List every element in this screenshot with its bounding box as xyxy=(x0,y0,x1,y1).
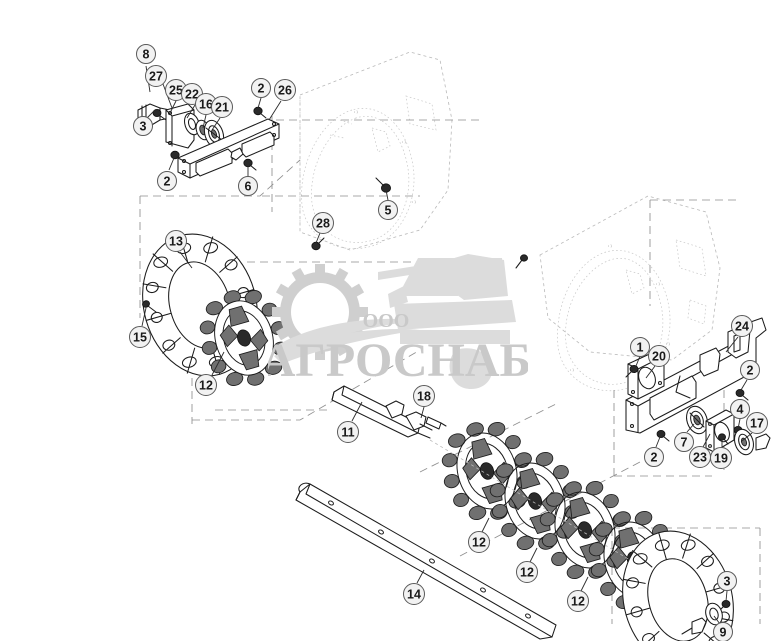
group-mid-fasteners xyxy=(311,177,529,269)
callout-leader-line xyxy=(580,576,589,592)
callout-12[interactable]: 12 xyxy=(516,547,538,583)
callout-leader-line xyxy=(655,436,661,448)
callout-bubble[interactable] xyxy=(746,412,768,434)
callout-leader-line xyxy=(635,355,641,367)
callout-bubble[interactable] xyxy=(403,583,425,605)
callout-leader-line xyxy=(268,100,282,121)
part-bolt-3 xyxy=(152,109,167,121)
callout-bubble[interactable] xyxy=(648,345,670,367)
group-top-left-bearing-cluster xyxy=(137,103,280,179)
callout-leader-line xyxy=(645,365,656,379)
callout-bubble[interactable] xyxy=(378,200,398,220)
callout-leader-line xyxy=(737,418,741,430)
callout-bubble[interactable] xyxy=(251,78,271,98)
callout-leader-line xyxy=(202,114,207,129)
callout-bubble[interactable] xyxy=(274,79,296,101)
callout-bubble[interactable] xyxy=(644,447,664,467)
callout-leader-line xyxy=(211,351,225,376)
callout-leader-line xyxy=(741,432,753,442)
callout-bubble[interactable] xyxy=(630,337,650,357)
part-fastener-28 xyxy=(311,237,325,251)
callout-26[interactable]: 26 xyxy=(268,79,296,121)
callout-leader-line xyxy=(211,117,221,131)
callout-bubble[interactable] xyxy=(674,432,694,452)
callout-bubble[interactable] xyxy=(238,176,258,196)
part-fastener-5b xyxy=(515,254,529,269)
part-bolt-6 xyxy=(243,158,257,171)
callout-bubble[interactable] xyxy=(145,65,167,87)
callout-leader-line xyxy=(385,189,389,201)
callout-bubble[interactable] xyxy=(129,326,151,348)
callout-bubble[interactable] xyxy=(710,447,732,469)
group-right-bracket-assembly xyxy=(625,317,771,456)
part-flange-housing-23 xyxy=(705,409,735,453)
callout-bubble[interactable] xyxy=(136,44,156,64)
callout-leader-line xyxy=(702,433,711,448)
part-capscrew-2-right-upper xyxy=(735,388,749,401)
callout-bubble[interactable] xyxy=(133,116,153,136)
callout-bubble[interactable] xyxy=(195,374,217,396)
phantom-machine-body-right xyxy=(539,195,721,392)
part-capscrew-2-top xyxy=(253,106,267,119)
callout-leader-line xyxy=(416,569,425,584)
part-capscrew-2-right-lower xyxy=(656,429,670,442)
callout-bubble[interactable] xyxy=(567,590,589,612)
callout-leader-line xyxy=(725,590,728,602)
callout-bubble[interactable] xyxy=(730,399,750,419)
callout-leader-line xyxy=(420,406,425,419)
part-scraper-blade-14 xyxy=(295,482,557,640)
callout-leader-line xyxy=(713,615,721,625)
callout-leader-line xyxy=(740,379,748,391)
part-capscrew-1 xyxy=(625,364,639,378)
part-bolt-15 xyxy=(142,300,157,313)
callout-bubble[interactable] xyxy=(740,360,760,380)
callout-leader-line xyxy=(351,401,363,422)
part-roll-pin-18 xyxy=(425,416,447,430)
callout-leader-line xyxy=(257,97,262,109)
callout-bubble[interactable] xyxy=(516,561,538,583)
callout-leader-line xyxy=(315,232,321,244)
callout-bubble[interactable] xyxy=(312,212,334,234)
callout-leader-line xyxy=(686,423,695,433)
part-mounting-plate-26 xyxy=(177,118,280,179)
callout-leader-line xyxy=(141,307,147,327)
callout-2[interactable]: 2 xyxy=(644,436,664,467)
callout-bubble[interactable] xyxy=(165,230,187,252)
callout-bubble[interactable] xyxy=(689,446,711,468)
callout-leader-line xyxy=(179,251,193,269)
part-support-bracket-24 xyxy=(625,317,767,434)
callout-leader-line xyxy=(168,100,177,116)
callout-2[interactable]: 2 xyxy=(740,360,760,391)
callout-leader-line xyxy=(529,547,538,563)
callout-bubble[interactable] xyxy=(713,622,733,641)
callout-12[interactable]: 12 xyxy=(468,517,490,553)
callout-leader-line xyxy=(481,517,490,533)
callout-bubble[interactable] xyxy=(731,315,753,337)
callout-bubble[interactable] xyxy=(717,571,737,591)
callout-5[interactable]: 5 xyxy=(378,189,398,220)
part-nut-9 xyxy=(681,602,723,635)
callout-bubble[interactable] xyxy=(468,531,490,553)
part-fastener-5 xyxy=(375,177,391,193)
callout-leader-line xyxy=(186,104,196,119)
callout-12[interactable]: 12 xyxy=(567,576,589,612)
callout-leader-line xyxy=(146,109,156,119)
callout-bubble[interactable] xyxy=(337,421,359,443)
part-lobed-disc-lower-right xyxy=(622,530,734,641)
callout-2[interactable]: 2 xyxy=(251,78,271,109)
callout-leader-line xyxy=(168,157,175,171)
callout-14[interactable]: 14 xyxy=(403,569,425,605)
callout-13[interactable]: 13 xyxy=(165,230,193,269)
callout-6[interactable]: 6 xyxy=(238,166,258,196)
callout-bubble[interactable] xyxy=(211,96,233,118)
callout-bubble[interactable] xyxy=(413,385,435,407)
callout-bubble[interactable] xyxy=(157,171,177,191)
callout-2[interactable]: 2 xyxy=(157,157,177,191)
callout-leader-line xyxy=(725,336,739,353)
